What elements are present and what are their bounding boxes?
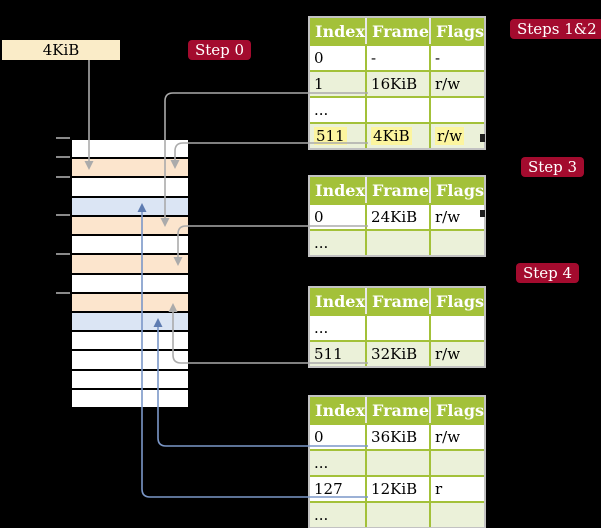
memory-frame-table	[72, 293, 188, 313]
table-cell: 511	[310, 340, 366, 366]
highlighted-value: 4KiB	[371, 127, 412, 145]
column-header: Frame	[365, 397, 430, 423]
table-cell: r/w	[429, 70, 485, 96]
table-cell: ...	[310, 314, 366, 340]
column-header: Index	[310, 177, 366, 203]
table-cell: r	[429, 475, 485, 501]
address-tick	[56, 156, 70, 158]
address-tick	[56, 214, 70, 216]
table-cell: r/w	[429, 423, 485, 449]
memory-frame-free	[72, 140, 188, 160]
memory-frame-mapped	[72, 197, 188, 217]
column-header: Flags	[429, 177, 485, 203]
table-cell	[429, 314, 485, 340]
table-cell: ...	[310, 229, 366, 255]
table-cell: -	[365, 44, 430, 70]
table-cell: 16KiB	[365, 70, 430, 96]
table-cell: ...	[310, 449, 366, 475]
table-cell: 36KiB	[365, 423, 430, 449]
table-cell: ...	[310, 96, 366, 122]
table-cell: r/w	[429, 340, 485, 366]
memory-frame-table	[72, 159, 188, 179]
table-cell	[429, 96, 485, 122]
column-header: Index	[310, 18, 366, 44]
memory-frame-table	[72, 255, 188, 275]
steps-1-2-badge: Steps 1&2	[510, 19, 601, 39]
table-cell: r/w	[429, 122, 485, 148]
column-header: Flags	[429, 397, 485, 423]
table-cell: 1	[310, 70, 366, 96]
table-cell: 0	[310, 203, 366, 229]
table-cell: 12KiB	[365, 475, 430, 501]
memory-frame-free	[72, 332, 188, 352]
column-header: Index	[310, 397, 366, 423]
address-tick	[56, 137, 70, 139]
memory-frame-free	[72, 178, 188, 198]
column-header: Frame	[365, 18, 430, 44]
column-header: Frame	[365, 177, 430, 203]
table-cell	[429, 229, 485, 255]
table-cell	[429, 449, 485, 475]
table-cell	[365, 96, 430, 122]
table-cell: ...	[310, 501, 366, 527]
memory-frame-free	[72, 274, 188, 294]
memory-frame-free	[72, 370, 188, 390]
table-cell: 0	[310, 44, 366, 70]
step-3-badge: Step 3	[521, 157, 585, 177]
address-tick	[56, 176, 70, 178]
table-cell: 32KiB	[365, 340, 430, 366]
physical-memory-column	[70, 138, 190, 409]
step-4-badge: Step 4	[516, 263, 580, 283]
highlighted-value: 511	[314, 127, 347, 145]
table-cell: 24KiB	[365, 203, 430, 229]
column-header: Frame	[365, 288, 430, 314]
table-cell: r/w	[429, 203, 485, 229]
table-row: 0--	[310, 44, 485, 70]
step-0-badge: Step 0	[188, 40, 252, 60]
table-cell: 511	[310, 122, 366, 148]
memory-frame-table	[72, 216, 188, 237]
label-pointer-mark	[480, 134, 485, 142]
memory-frame-free	[72, 236, 188, 256]
table-cell	[365, 314, 430, 340]
table-cell	[365, 449, 430, 475]
table-row: ...	[310, 96, 485, 122]
table-row: ...	[310, 449, 485, 475]
memory-frame-mapped	[72, 312, 188, 333]
address-tick	[56, 292, 70, 294]
table-row: ...	[310, 229, 485, 255]
table-cell	[429, 501, 485, 527]
frame-size-legend-box: 4KiB	[2, 40, 120, 60]
table-row: ...	[310, 314, 485, 340]
memory-frame-free	[72, 351, 188, 371]
highlighted-value: r/w	[435, 127, 465, 145]
column-header: Index	[310, 288, 366, 314]
label-pointer-mark	[480, 210, 485, 217]
table-cell	[365, 229, 430, 255]
table-cell: -	[429, 44, 485, 70]
table-cell	[365, 501, 430, 527]
table-cell: 127	[310, 475, 366, 501]
table-row: ...	[310, 501, 485, 527]
table-cell: 0	[310, 423, 366, 449]
column-header: Flags	[429, 18, 485, 44]
memory-frame-free	[72, 389, 188, 408]
address-tick	[56, 253, 70, 255]
table-row: 511 4KiB r/w	[310, 122, 485, 148]
column-header: Flags	[429, 288, 485, 314]
table-cell: 4KiB	[365, 122, 430, 148]
